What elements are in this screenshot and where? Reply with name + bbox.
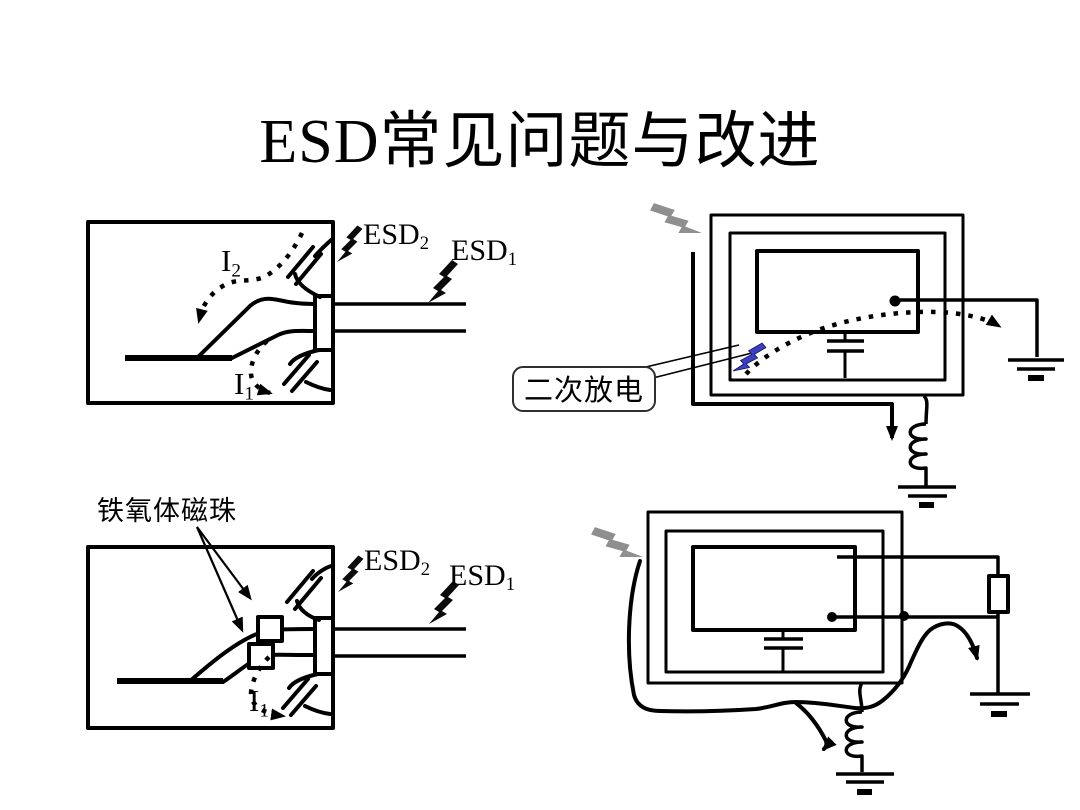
spark-gap-lower-plate1 xyxy=(281,677,310,710)
ground-symbol-right xyxy=(970,692,1030,717)
esd-current-branch-arrow xyxy=(794,701,837,752)
spark-gap-upper-plate2 xyxy=(293,576,323,611)
cable-pair-upper xyxy=(196,296,317,359)
wire-bond-dot-enclosure xyxy=(899,611,909,621)
io-wire-to-ground xyxy=(895,298,1039,357)
wire-junction-dot-pcb xyxy=(827,612,837,622)
shielded-enclosure xyxy=(709,213,965,397)
ground-symbol-right xyxy=(1008,358,1064,381)
resistor xyxy=(987,574,1010,614)
shielded-enclosure xyxy=(646,510,904,685)
diagram-esd-problem xyxy=(86,220,466,405)
ground-symbol-bottom xyxy=(836,772,894,795)
diagram-shield-improvement xyxy=(588,510,1030,795)
secondary-discharge-callout: 二次放电 xyxy=(512,366,656,412)
connector xyxy=(313,294,335,352)
page-title: ESD常见问题与改进 xyxy=(259,108,821,176)
spark-gap-lower-plate1 xyxy=(282,353,311,386)
spark-gap-lower-arc xyxy=(287,672,332,716)
inductor-coil xyxy=(844,710,864,772)
pcb xyxy=(755,249,920,334)
enclosure-ground-lead xyxy=(858,682,864,713)
ferrite-label-arrow-2 xyxy=(195,526,244,633)
enclosure-ground-lead xyxy=(922,394,929,425)
inductor-coil xyxy=(908,422,928,486)
ground-plane-path-arrow xyxy=(691,252,898,441)
callout-pointer-2 xyxy=(636,352,753,383)
spark-gap-upper-arc xyxy=(295,564,333,622)
spark-gap-lower-plate2 xyxy=(289,684,318,717)
label-esd2-bottom: ESD2 xyxy=(364,544,430,581)
spark-gap-upper-plate1 xyxy=(286,245,315,279)
esd2-bolt-icon xyxy=(337,225,363,262)
label-esd1-top: ESD1 xyxy=(451,234,517,271)
esd-current-path xyxy=(626,559,980,714)
spark-gap-upper-arc xyxy=(293,238,333,299)
esd-strike-bolt-icon xyxy=(647,189,702,250)
ferrite-bead-label: 铁氧体磁珠 xyxy=(97,496,237,526)
label-i1-top: I1 xyxy=(234,366,254,405)
esd-strike-bolt-icon xyxy=(588,513,643,574)
discharge-current-arrow xyxy=(744,309,1002,376)
label-i1-bottom: I1 xyxy=(249,683,269,722)
label-esd1-bottom: ESD1 xyxy=(449,559,515,596)
equipment-box xyxy=(86,220,335,405)
diagram-ferrite-improvement xyxy=(86,526,466,730)
spark-gap-upper-plate2 xyxy=(294,252,323,286)
current-arrow-i1 xyxy=(248,655,286,721)
label-esd2-top: ESD2 xyxy=(363,218,429,255)
spark-gap-upper-plate1 xyxy=(285,569,315,604)
diagram-secondary-discharge xyxy=(628,189,1064,508)
io-wire-top xyxy=(837,555,1000,576)
cable-pair-lower xyxy=(230,328,317,360)
spark-gap-lower-arc xyxy=(288,348,332,392)
ferrite-bead-upper xyxy=(256,615,284,643)
ferrite-bead-lower xyxy=(247,642,275,670)
esd2-bolt-icon xyxy=(338,555,364,592)
spark-gap-lower-plate2 xyxy=(290,360,319,393)
capacitor xyxy=(764,630,803,671)
equipment-box xyxy=(86,545,335,730)
ferrite-label-arrow-1 xyxy=(196,526,252,601)
capacitor xyxy=(827,332,864,378)
label-i2: I2 xyxy=(221,243,241,282)
ground-symbol-bottom xyxy=(898,485,956,508)
connector xyxy=(313,616,335,676)
